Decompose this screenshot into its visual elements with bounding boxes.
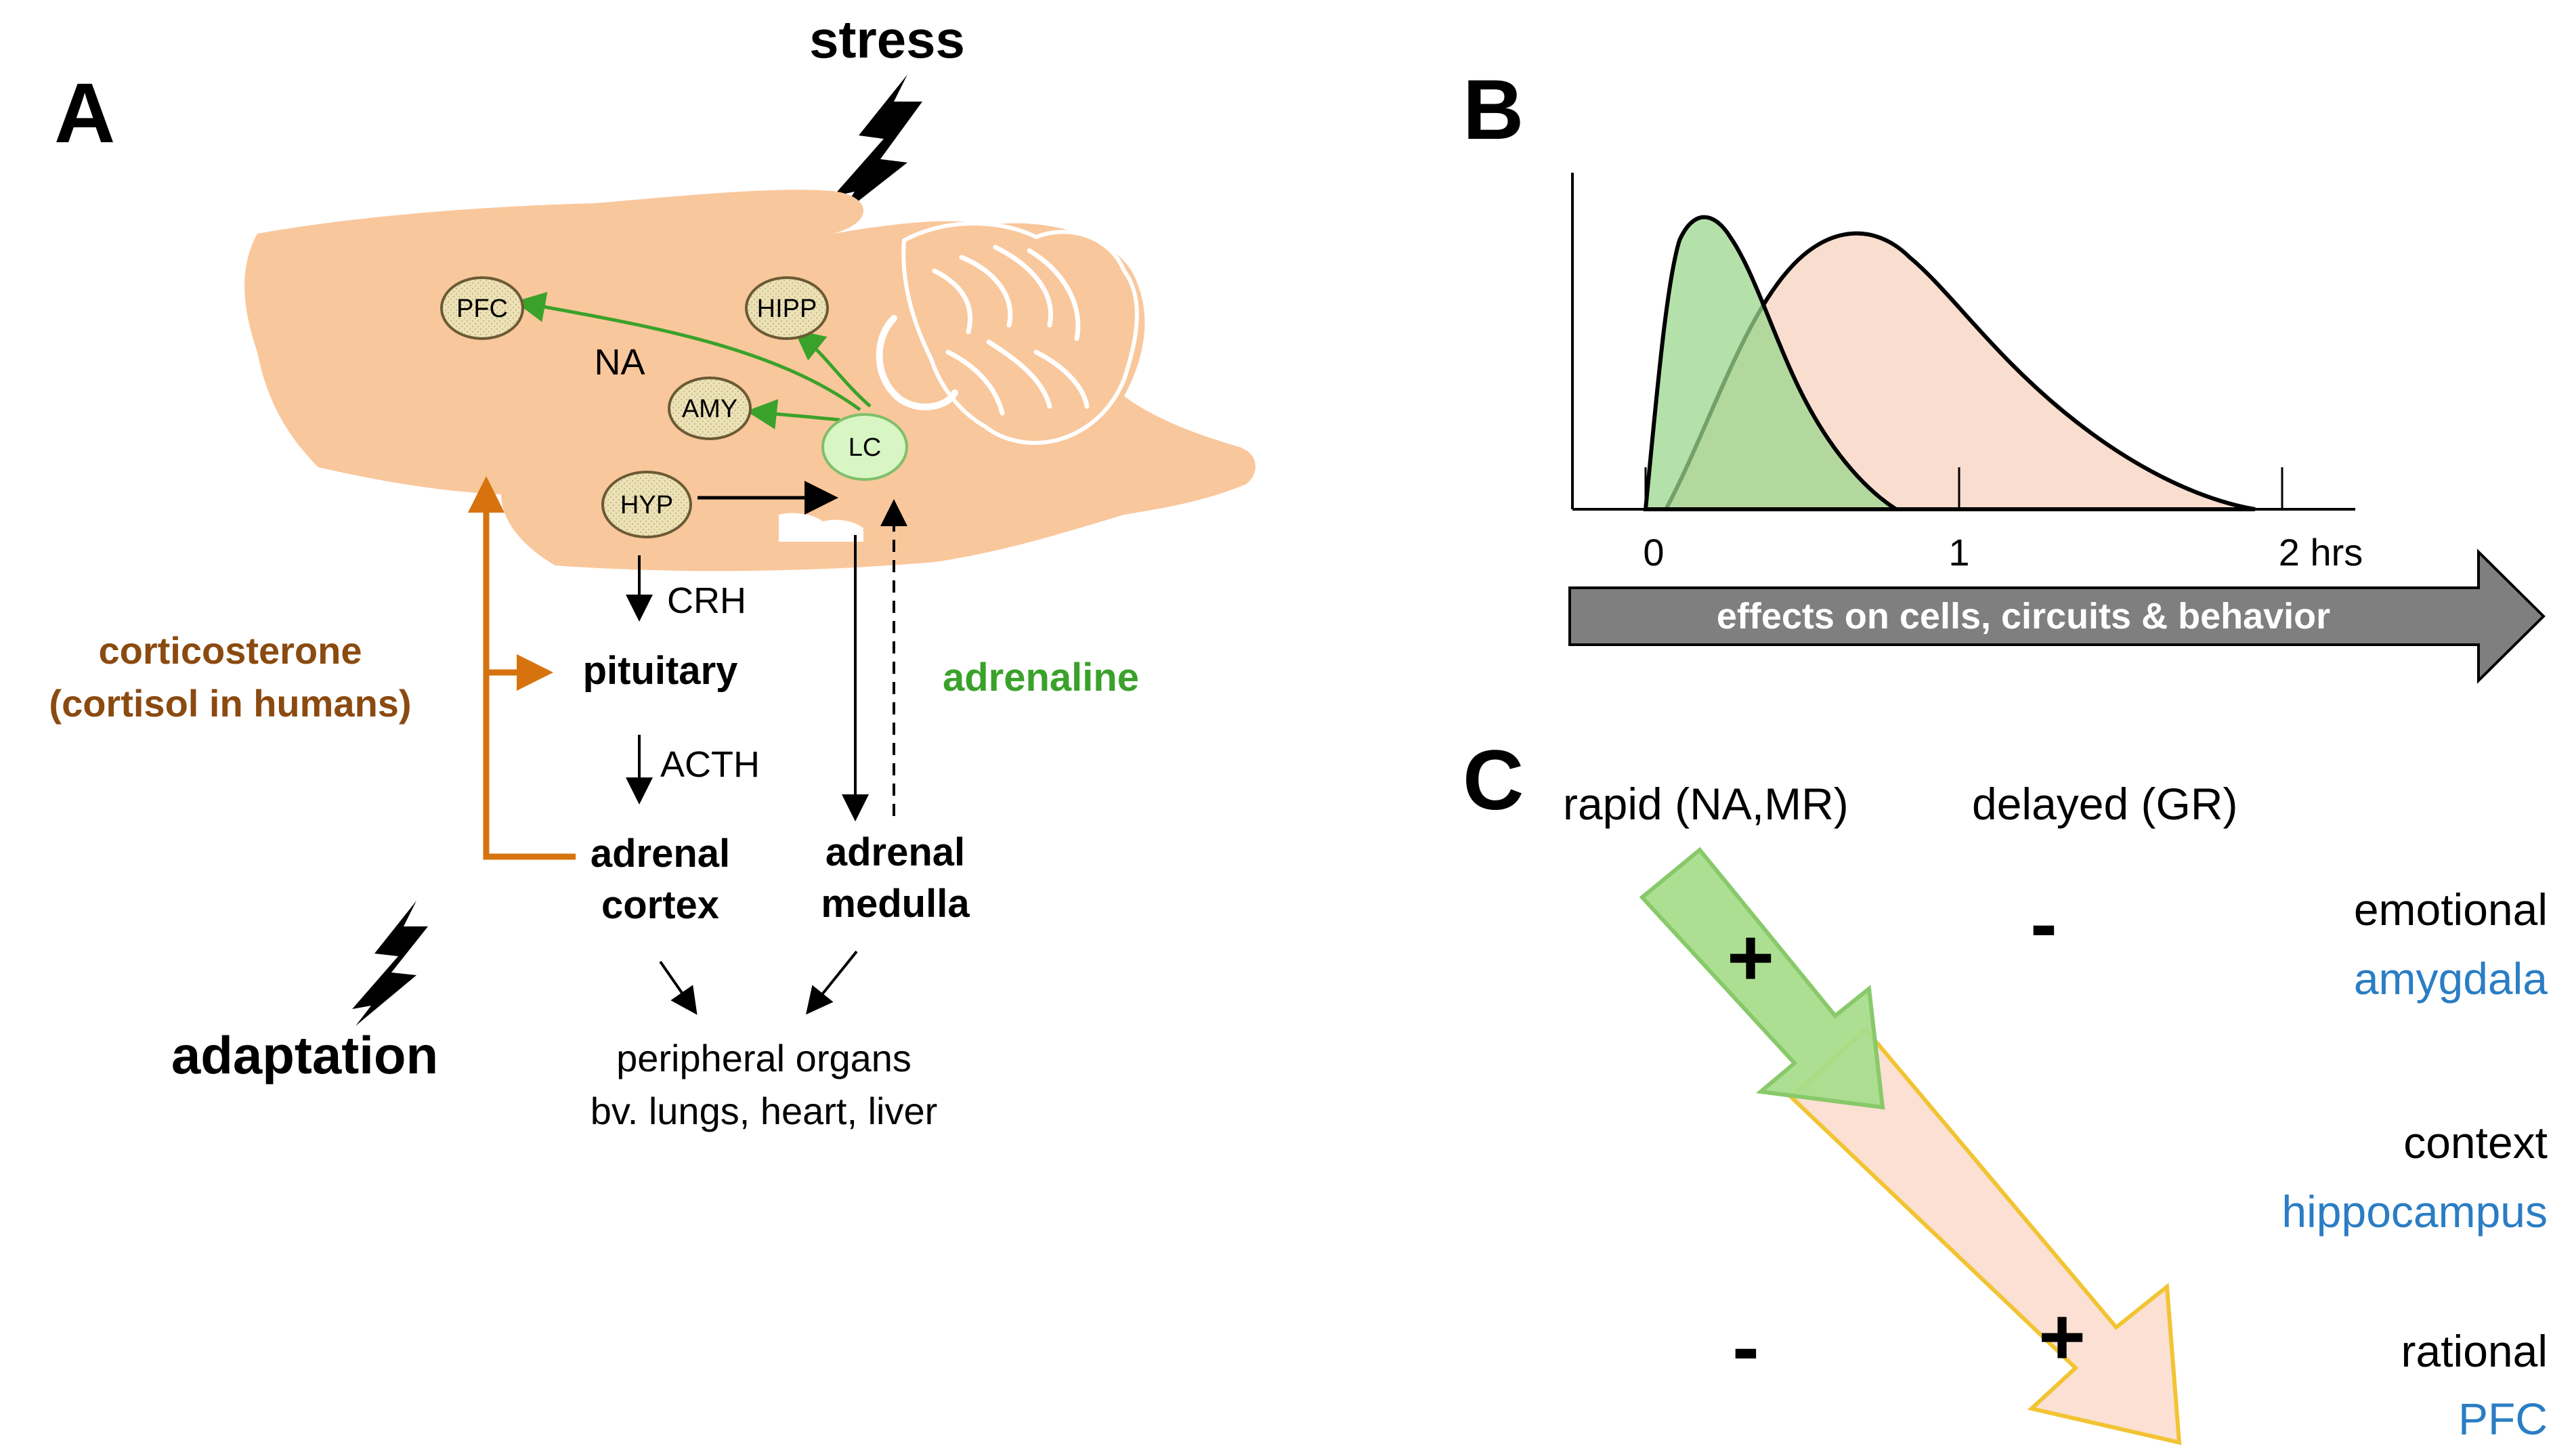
region-pfc-label: PFC (456, 295, 508, 323)
peripheral-line1: peripheral organs (616, 1037, 911, 1079)
rapid-arrow (1639, 847, 1885, 1110)
brain-notch (779, 513, 863, 542)
adrenal-cortex-line1: adrenal (591, 832, 730, 876)
na-arrow-hipp (794, 329, 872, 408)
corticosterone-line1: corticosterone (99, 629, 362, 672)
region-hipp: HIPP (745, 276, 829, 340)
panel-a-letter: A (54, 66, 115, 160)
b-tick-label-1: 1 (1948, 531, 1969, 574)
panel-c: C rapid (NA,MR) delayed (GR) + - - + emo… (1463, 733, 2548, 1445)
row-rational-region: PFC (2458, 1394, 2548, 1444)
lightning-adaptation-icon (352, 901, 428, 1026)
adrenal-medulla-line2: medulla (821, 882, 970, 926)
minus-rapid-rational: - (1732, 1302, 1759, 1392)
delayed-label: delayed (GR) (1972, 779, 2238, 829)
panel-c-letter: C (1463, 733, 1524, 828)
cortex-to-organs-arrow (659, 960, 698, 1015)
region-amy-label: AMY (682, 395, 737, 423)
crh-label: CRH (667, 580, 746, 621)
plus-rapid: + (1727, 912, 1774, 1003)
peripheral-line2: bv. lungs, heart, liver (591, 1090, 938, 1132)
panel-a: A stress PFC HIPP AMY (49, 9, 1256, 1132)
minus-delayed-emotional: - (2030, 878, 2057, 969)
b-tick-label-0: 0 (1643, 531, 1664, 574)
stress-label: stress (809, 9, 965, 69)
delayed-arrow (1788, 1026, 2182, 1445)
acth-label: ACTH (660, 744, 760, 785)
region-amy: AMY (668, 377, 752, 440)
region-hipp-label: HIPP (757, 295, 817, 323)
na-label: NA (594, 342, 645, 383)
row-context-type: context (2403, 1117, 2548, 1168)
b-arrow-label: effects on cells, circuits & behavior (1717, 596, 2330, 637)
plus-delayed: + (2038, 1291, 2086, 1382)
adrenaline-label: adrenaline (943, 656, 1139, 700)
cerebellum (876, 221, 1139, 445)
region-lc-label: LC (849, 433, 882, 462)
row-rational-type: rational (2401, 1326, 2548, 1376)
adaptation-label: adaptation (171, 1025, 438, 1085)
panel-b-letter: B (1463, 63, 1524, 157)
region-pfc: PFC (440, 276, 524, 340)
b-timeline-arrow (1568, 549, 2546, 684)
region-hyp-label: HYP (620, 491, 673, 519)
rapid-label: rapid (NA,MR) (1563, 779, 1849, 829)
pituitary-label: pituitary (583, 649, 738, 693)
na-arrow-amy (746, 399, 840, 430)
corticosterone-feedback (468, 476, 576, 860)
medulla-to-organs-arrow (805, 950, 858, 1015)
lightning-stress-icon (833, 74, 922, 217)
adrenal-medulla-line1: adrenal (825, 830, 965, 874)
b-tick-label-2: 2 hrs (2279, 531, 2363, 574)
region-lc: LC (821, 413, 908, 481)
row-emotional-type: emotional (2354, 884, 2548, 935)
corticosterone-line2: (cortisol in humans) (49, 682, 411, 725)
region-hyp: HYP (601, 471, 692, 538)
adrenal-cortex-line2: cortex (601, 883, 719, 927)
row-emotional-region: amygdala (2354, 954, 2548, 1004)
na-arrow-pfc (515, 292, 861, 412)
panel-b: B 0 1 2 hrs effects on cells, circuits &… (1463, 63, 2546, 684)
row-context-region: hippocampus (2281, 1186, 2548, 1237)
b-rapid-curve (1643, 215, 1904, 511)
